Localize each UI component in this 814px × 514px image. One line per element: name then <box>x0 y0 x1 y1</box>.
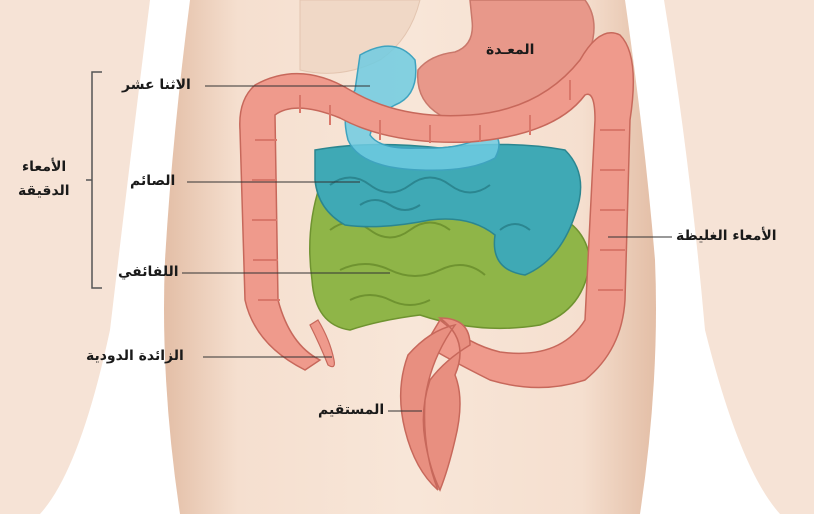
label-small-intestine-line2: الدقيقة <box>18 183 70 200</box>
label-appendix: الزائدة الدودية <box>86 348 184 365</box>
label-small-intestine-line1: الأمعاء <box>22 159 66 176</box>
label-jejunum: الصائم <box>130 173 175 190</box>
label-duodenum: الاثنا عشر <box>122 77 191 94</box>
label-ileum: اللفائفي <box>118 264 179 281</box>
label-rectum: المستقيم <box>318 402 384 419</box>
label-large-intestine: الأمعاء الغليظة <box>676 228 777 245</box>
label-stomach: المعـدة <box>486 42 534 59</box>
right-arm <box>664 0 814 514</box>
